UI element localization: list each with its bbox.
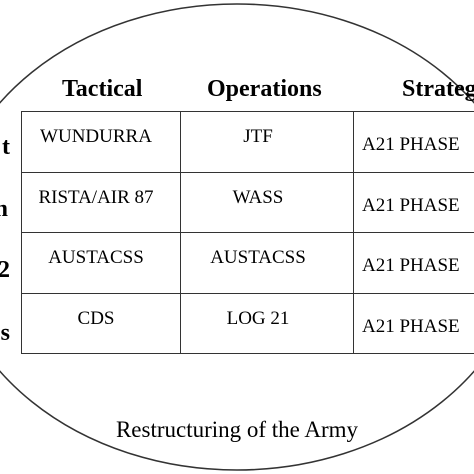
table-cell: AUSTACSS: [180, 232, 354, 294]
cell-text: WUNDURRA: [40, 126, 152, 147]
footer-caption: Restructuring of the Army: [115, 417, 359, 442]
table-cell: A21 PHASE: [353, 111, 474, 173]
table-cell: WUNDURRA: [21, 111, 181, 173]
cell-text: A21 PHASE: [362, 194, 460, 216]
table-cell: JTF: [180, 111, 354, 173]
table-row: CDS LOG 21 A21 PHASE: [21, 292, 474, 354]
table-cell: AUSTACSS: [21, 232, 181, 294]
table-cell: A21 PHASE: [353, 232, 474, 294]
row-label: 2: [0, 257, 10, 283]
cell-text: JTF: [243, 126, 273, 147]
programs-table: WUNDURRA JTF A21 PHASE RISTA/AIR 87 WASS…: [21, 111, 474, 354]
header-operations: Operations: [207, 76, 322, 102]
cell-text: A21 PHASE: [362, 134, 460, 155]
cell-text: WASS: [232, 186, 284, 208]
cell-text: LOG 21: [226, 307, 290, 329]
cell-text: A21 PHASE: [362, 315, 460, 337]
table-row: AUSTACSS AUSTACSS A21 PHASE: [21, 232, 474, 294]
cell-text: AUSTACSS: [210, 247, 306, 268]
header-strategic: Strateg: [402, 76, 474, 102]
cell-text: AUSTACSS: [48, 247, 144, 268]
cell-text: RISTA/AIR 87: [38, 186, 154, 208]
table-row: WUNDURRA JTF A21 PHASE: [21, 111, 474, 173]
table-cell: A21 PHASE: [353, 292, 474, 354]
row-label: n: [0, 196, 8, 222]
row-label: s: [0, 320, 10, 346]
cell-text: CDS: [77, 307, 115, 329]
cell-text: A21 PHASE: [362, 255, 460, 276]
table-cell: LOG 21: [180, 292, 354, 354]
header-tactical: Tactical: [62, 76, 143, 102]
table-cell: A21 PHASE: [353, 171, 474, 233]
ellipse-outline: [0, 3, 474, 471]
table-row: RISTA/AIR 87 WASS A21 PHASE: [21, 171, 474, 233]
row-label: t: [2, 134, 10, 160]
table-cell: WASS: [180, 171, 354, 233]
table-cell: RISTA/AIR 87: [21, 171, 181, 233]
table-cell: CDS: [21, 292, 181, 354]
